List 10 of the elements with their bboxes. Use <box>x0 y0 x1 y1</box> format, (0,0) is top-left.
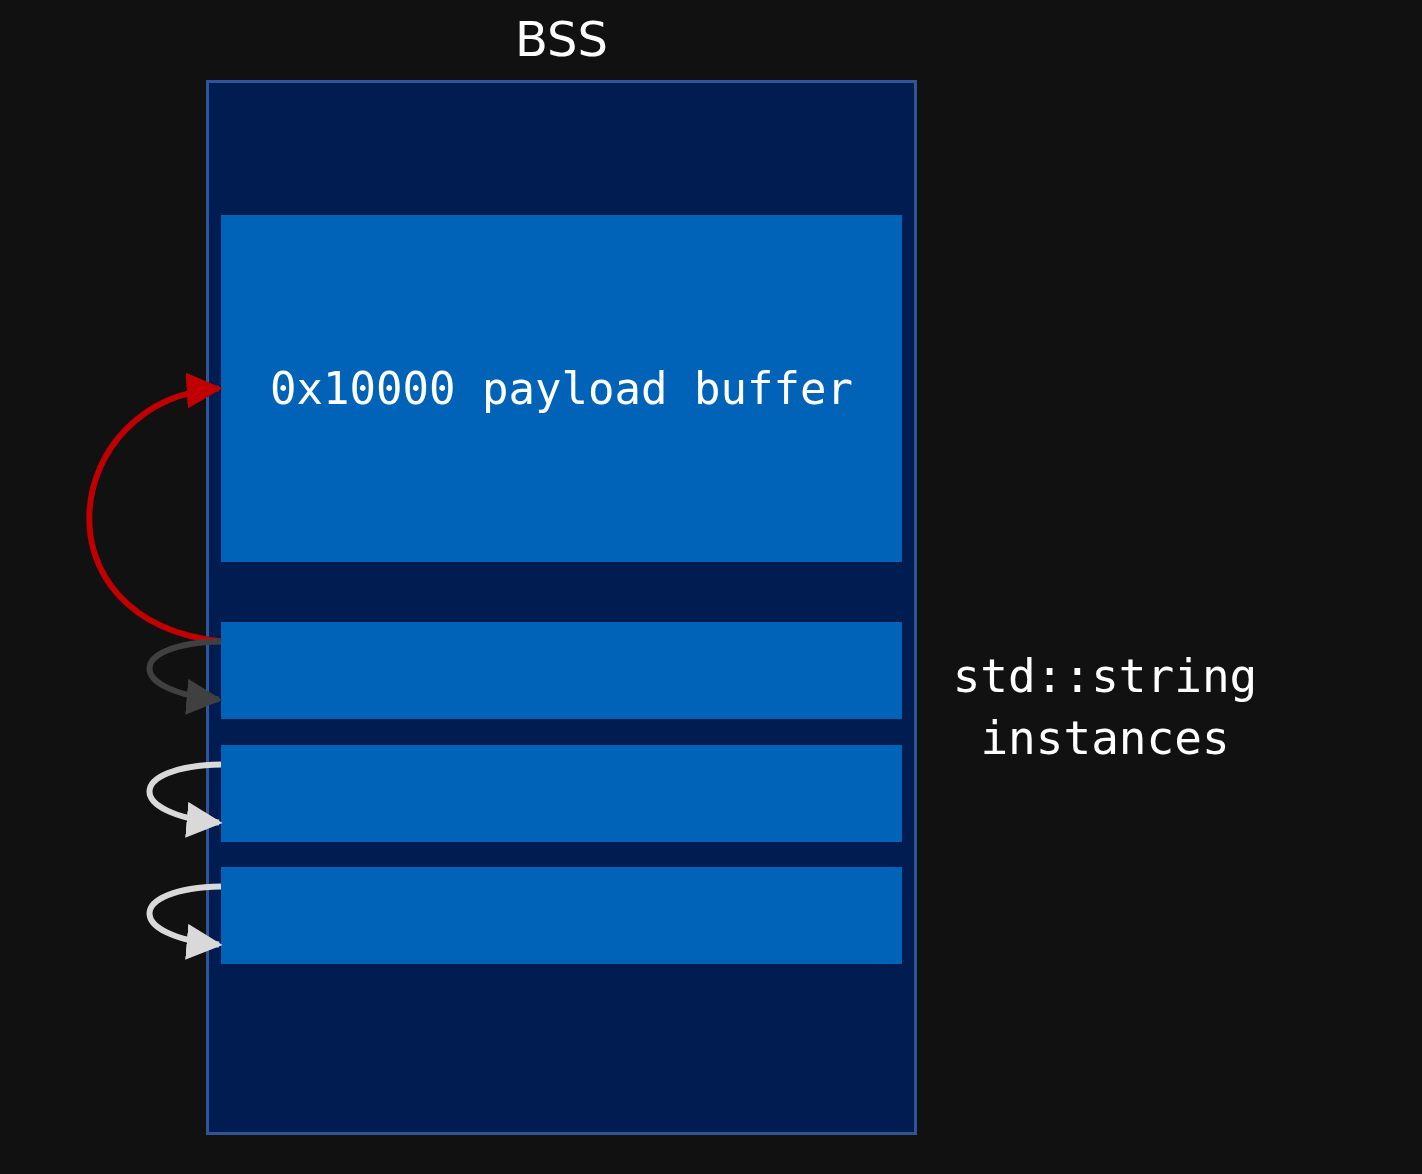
curved-arrow <box>146 883 223 959</box>
box-label: 0x10000 payload buffer <box>270 363 853 414</box>
curved-arrow <box>146 761 223 837</box>
string-instance-box <box>221 745 902 842</box>
curved-arrow <box>146 638 223 714</box>
group-label: std::string instances <box>951 648 1259 767</box>
string-instance-box <box>221 867 902 964</box>
string-instance-box <box>221 622 902 719</box>
buffer-box <box>221 215 902 562</box>
region-title: BSS <box>514 11 609 67</box>
